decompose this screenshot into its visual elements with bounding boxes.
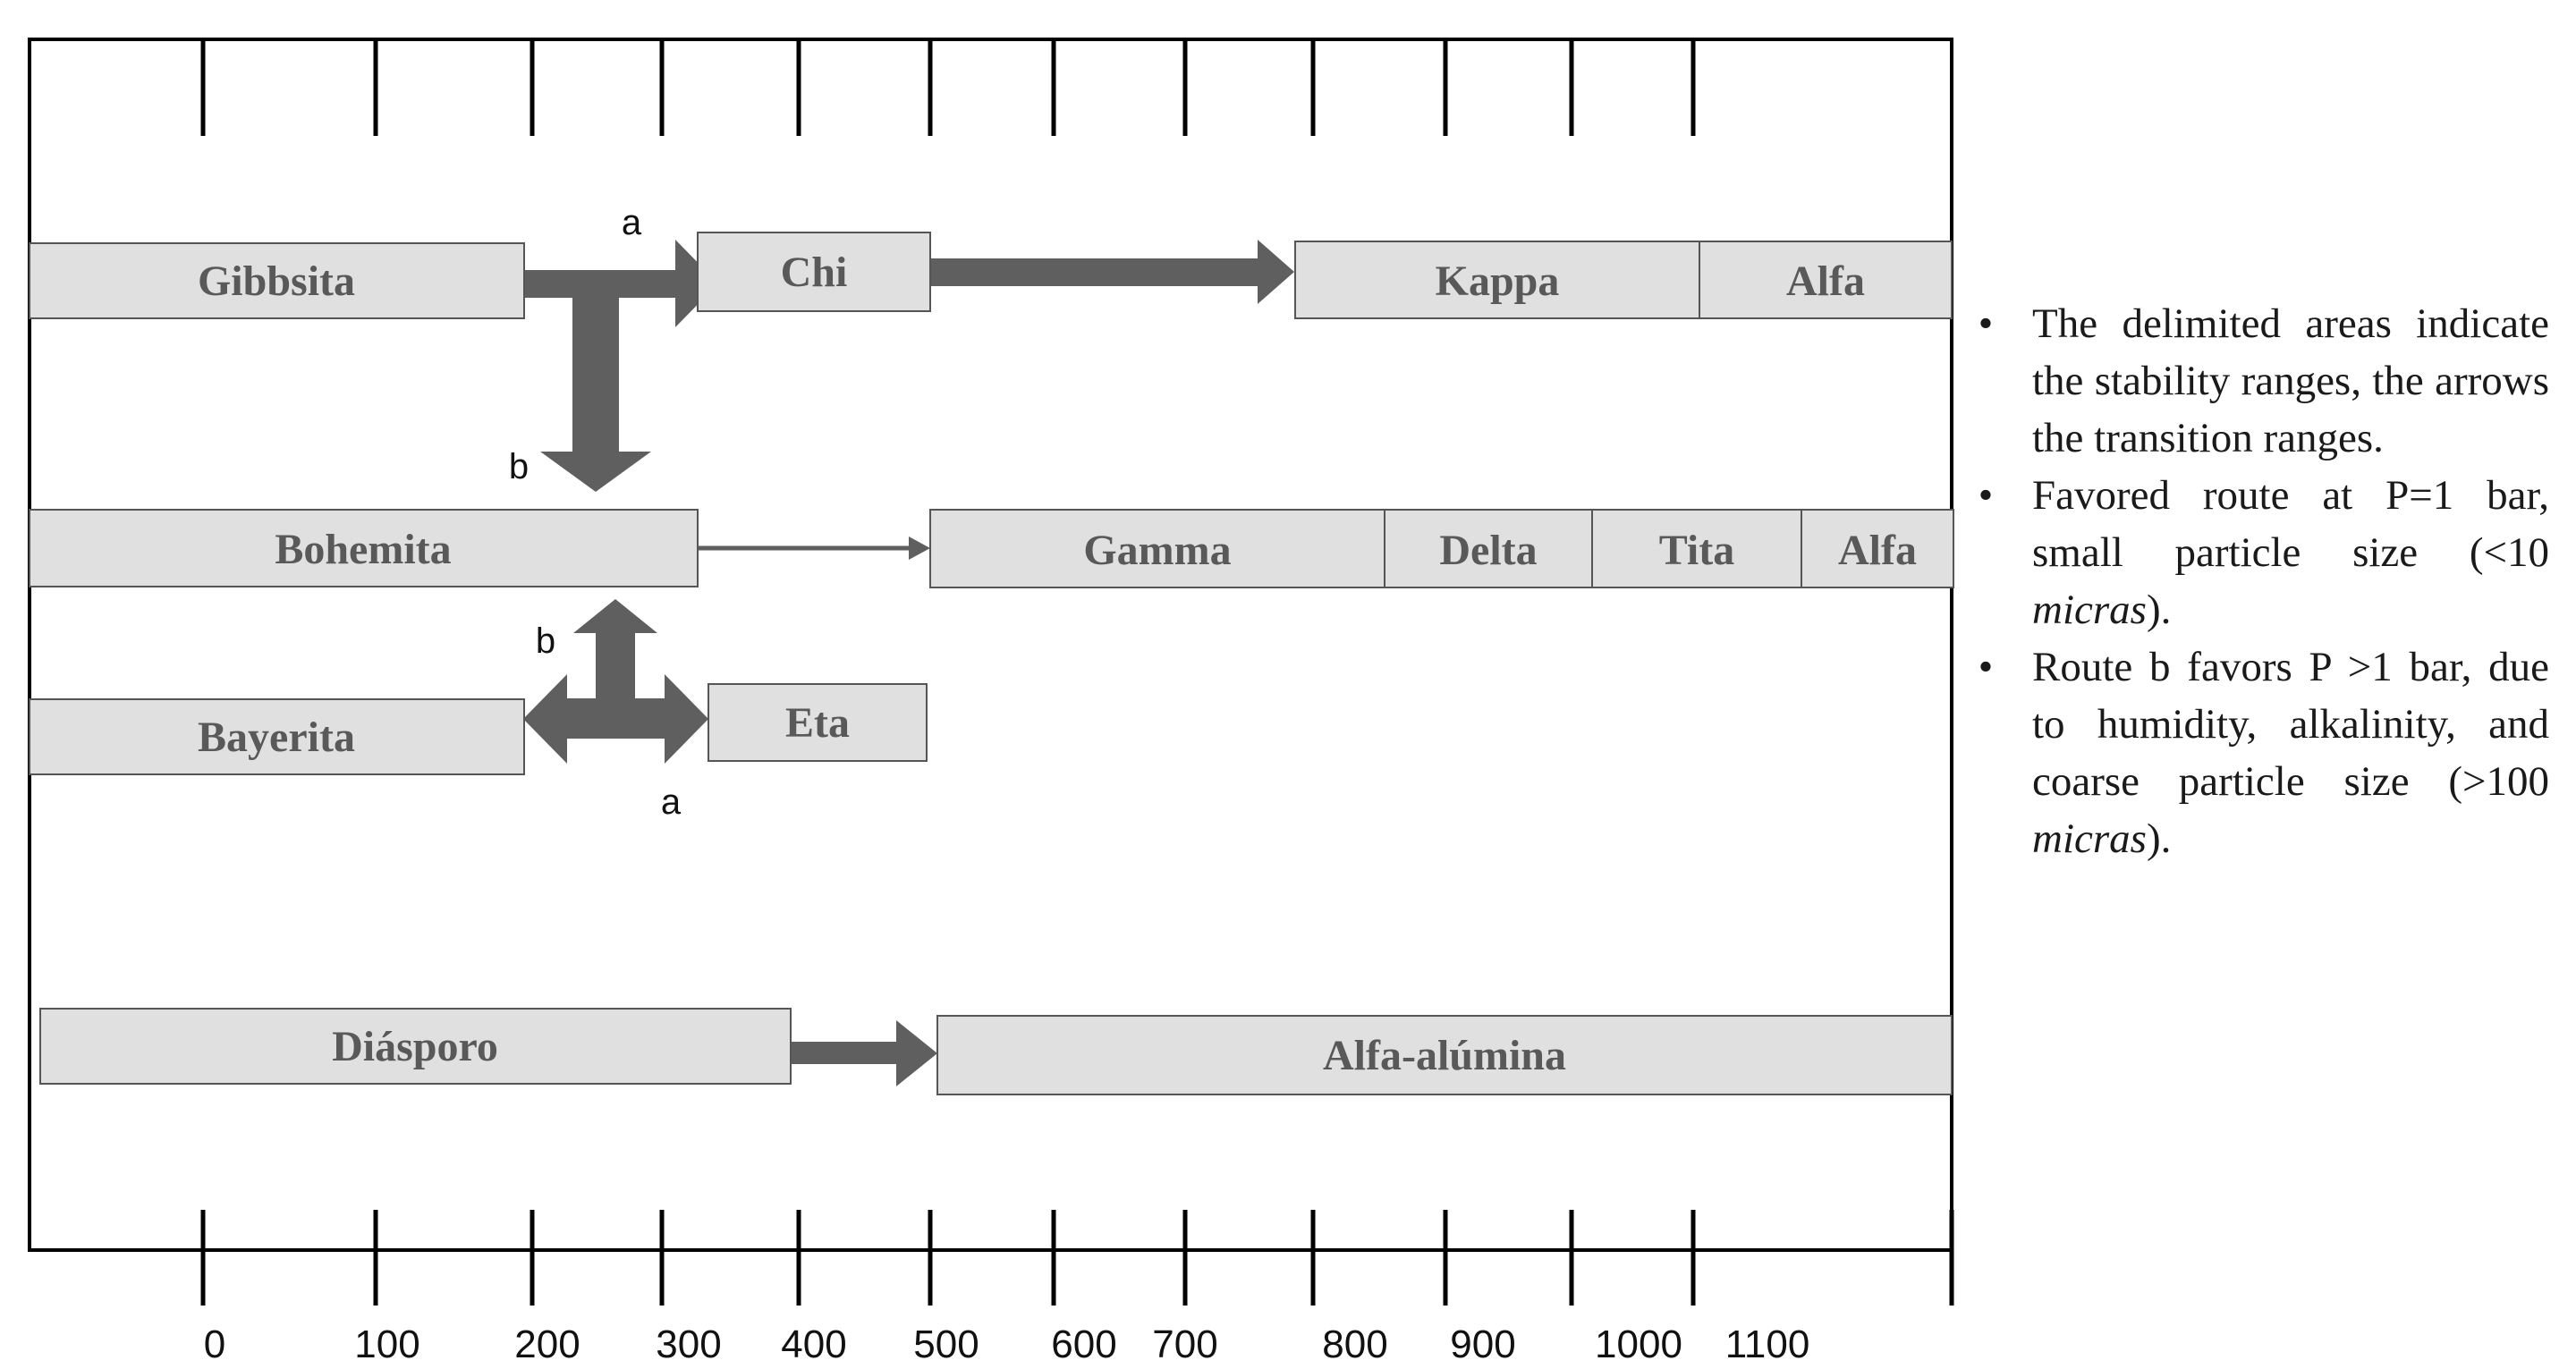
box-gibbsita: [29, 242, 525, 319]
label-gibbsita: Gibbsita: [198, 258, 355, 305]
label-eta: Eta: [785, 699, 850, 747]
x-tick-label: 0: [204, 1323, 225, 1366]
box-alfa-row1: [1699, 241, 1953, 319]
x-tick-label: 200: [514, 1323, 580, 1366]
x-tick-label: 1100: [1725, 1323, 1810, 1366]
note-italic: micras: [2032, 815, 2147, 862]
box-kappa: [1294, 241, 1700, 319]
box-alfa-alumina: [936, 1015, 1953, 1095]
box-bayerita: [29, 698, 525, 775]
x-tick-label: 1000: [1595, 1323, 1682, 1366]
route-label-bayerita-to-eta: a: [661, 782, 682, 822]
x-tick-label: 900: [1450, 1323, 1515, 1366]
top-tick-marks: [200, 39, 1696, 136]
box-chi: [697, 232, 931, 312]
arrow-chi-to-kappa: [930, 240, 1294, 304]
x-tick-label: 400: [781, 1323, 846, 1366]
note-text: The delimited areas indicate the stabili…: [2032, 300, 2549, 461]
bottom-tick-marks: [200, 1210, 1954, 1306]
x-tick-label: 600: [1051, 1323, 1116, 1366]
label-bohemita: Bohemita: [275, 526, 451, 573]
box-diasporo: [39, 1008, 792, 1085]
route-label-bayerita-to-bohemita: b: [536, 621, 555, 661]
note-item: Favored route at P=1 bar, small particle…: [1968, 467, 2549, 638]
arrow-gibbsita-to-bohemita: [540, 298, 651, 492]
label-diasporo: Diásporo: [332, 1023, 498, 1070]
label-gamma: Gamma: [1083, 527, 1231, 574]
label-alfa-row1: Alfa: [1786, 258, 1865, 305]
arrow-bayerita-bohemita-eta: [523, 599, 708, 764]
box-gamma: [929, 509, 1385, 588]
box-delta: [1384, 509, 1593, 588]
note-tail: ).: [2146, 815, 2172, 862]
arrow-gibbsita-to-chi: [523, 240, 718, 327]
arrow-bohemita-to-gamma-head: [909, 537, 930, 560]
note-text: Route b favors P >1 bar, due to humidity…: [2032, 644, 2549, 805]
route-label-gibbsita-to-chi: a: [622, 203, 642, 242]
label-kappa: Kappa: [1436, 258, 1560, 305]
note-tail: ).: [2146, 587, 2172, 633]
note-item: Route b favors P >1 bar, due to humidity…: [1968, 638, 2549, 867]
note-italic: micras: [2032, 587, 2147, 633]
label-alfa-row2: Alfa: [1838, 527, 1917, 574]
label-alfa-alumina: Alfa-alúmina: [1323, 1032, 1566, 1079]
note-text: Favored route at P=1 bar, small particle…: [2032, 472, 2549, 576]
x-tick-label: 500: [913, 1323, 979, 1366]
x-axis-tick-labels: 0 100 200 300 400 500 600 700 800 900 1000 1100: [204, 1323, 1810, 1366]
label-tita: Tita: [1659, 527, 1734, 574]
x-tick-label: 700: [1152, 1323, 1217, 1366]
notes-list: The delimited areas indicate the stabili…: [1968, 295, 2549, 867]
route-label-gibbsita-to-bohemita: b: [509, 447, 529, 486]
arrow-diasporo-to-alfa-alumina: [791, 1020, 937, 1086]
label-chi: Chi: [781, 249, 848, 296]
box-tita: [1591, 509, 1802, 588]
box-alfa-row2: [1801, 509, 1954, 588]
note-item: The delimited areas indicate the stabili…: [1968, 295, 2549, 467]
x-tick-label: 100: [354, 1323, 419, 1366]
x-tick-label: 300: [656, 1323, 721, 1366]
label-bayerita: Bayerita: [198, 714, 355, 761]
box-eta: [708, 683, 928, 762]
label-delta: Delta: [1439, 527, 1537, 574]
box-bohemita: [29, 509, 699, 587]
x-tick-label: 800: [1322, 1323, 1387, 1366]
